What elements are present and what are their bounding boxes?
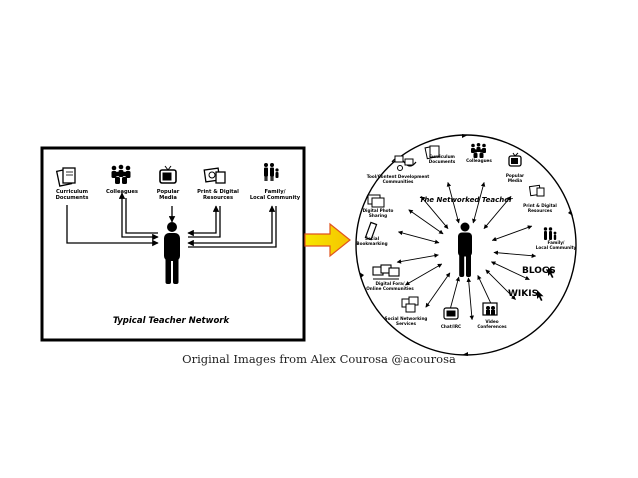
right-node-label-line: Curriculum bbox=[429, 154, 455, 159]
right-node-label-line: Print & Digital bbox=[523, 203, 557, 208]
bookmark-icon bbox=[364, 221, 378, 241]
left-node-label-line: Documents bbox=[56, 195, 89, 201]
right-node-label-line: Communities bbox=[383, 179, 414, 184]
photo-icon bbox=[367, 194, 385, 208]
left-node-label: Family/Local Community bbox=[250, 189, 301, 201]
radial-arrow bbox=[405, 263, 443, 286]
teacher-figure bbox=[164, 222, 180, 284]
print-resources-icon bbox=[203, 167, 226, 184]
cursor-icon bbox=[548, 267, 555, 278]
transition-arrow bbox=[304, 222, 351, 258]
tv-icon bbox=[508, 152, 522, 167]
tv-icon bbox=[159, 165, 177, 184]
right-node-label-line: Social Networking bbox=[385, 316, 428, 321]
colleagues-icon bbox=[111, 164, 131, 184]
right-node-label-line: Digital Photo bbox=[363, 208, 394, 213]
left-node-label: Colleagues bbox=[106, 189, 138, 195]
right-node-label-line: Documents bbox=[429, 159, 456, 164]
left-connectors bbox=[66, 192, 277, 248]
documents-icon bbox=[424, 145, 440, 160]
networked-teacher-diagram: The Networked Teacher bbox=[355, 134, 577, 356]
right-node-label: Colleagues bbox=[466, 158, 492, 163]
right-node-label-line: Colleagues bbox=[466, 158, 492, 163]
left-node-label-line: Resources bbox=[203, 195, 233, 201]
right-node-label-line: Bookmarking bbox=[356, 241, 387, 246]
computers-icon bbox=[372, 264, 400, 280]
radial-arrow bbox=[491, 225, 533, 242]
left-node-label-line: Popular bbox=[157, 189, 180, 195]
right-node-label-line: Popular bbox=[506, 173, 525, 178]
cursor-icon bbox=[537, 290, 544, 301]
social-network-icon bbox=[401, 296, 419, 313]
chat-icon bbox=[443, 307, 459, 320]
tools-icon bbox=[391, 155, 417, 171]
right-node-label: Family/Local Community bbox=[536, 240, 577, 250]
radial-arrow bbox=[472, 181, 486, 224]
right-node-label: Digital Fora/Online Communities bbox=[366, 281, 414, 291]
right-node-label-line: Local Community bbox=[536, 245, 577, 250]
right-node-label-line: Social bbox=[365, 236, 380, 241]
left-node-label-line: Colleagues bbox=[106, 189, 138, 195]
radial-arrow bbox=[493, 250, 537, 258]
connector-colleagues bbox=[118, 192, 159, 241]
video-conference-icon bbox=[482, 302, 498, 316]
image-caption: Original Images from Alex Courosa @acour… bbox=[182, 352, 456, 366]
radial-connectors bbox=[396, 181, 537, 321]
radial-arrow bbox=[408, 209, 444, 235]
family-icon bbox=[264, 163, 279, 181]
colleagues-icon bbox=[471, 143, 486, 158]
wikis-text: WIKIS bbox=[508, 289, 538, 299]
right-node-label-line: Media bbox=[508, 178, 522, 183]
radial-arrow bbox=[483, 196, 512, 229]
left-node-label-line: Curriculum bbox=[56, 189, 88, 195]
left-node-label-line: Family/ bbox=[265, 189, 286, 195]
right-node-label-line: Services bbox=[396, 321, 416, 326]
right-node-label-line: Chat/IRC bbox=[441, 324, 461, 329]
radial-arrow bbox=[396, 253, 439, 264]
radial-arrow bbox=[397, 230, 440, 244]
family-icon bbox=[543, 227, 557, 240]
right-node-label-line: Digital Fora/ bbox=[375, 281, 405, 286]
radial-arrow bbox=[425, 272, 451, 308]
right-node-label-line: Online Communities bbox=[366, 286, 414, 291]
right-diagram-title: The Networked Teacher bbox=[420, 196, 513, 204]
right-node-label-line: Sharing bbox=[369, 213, 387, 218]
radial-arrow bbox=[466, 277, 474, 321]
connector-curriculum bbox=[66, 205, 159, 247]
right-node-label-line: Conferences bbox=[477, 324, 507, 329]
connector-family bbox=[187, 205, 276, 247]
right-node-label-line: Video bbox=[485, 319, 498, 324]
left-node-label-line: Print & Digital bbox=[197, 189, 239, 195]
right-node-label: Chat/IRC bbox=[441, 324, 461, 329]
blogs-text: BLOGS bbox=[522, 266, 556, 276]
left-diagram-title: Typical Teacher Network bbox=[113, 316, 231, 326]
left-node-label-line: Local Community bbox=[250, 195, 301, 201]
left-node-label-line: Media bbox=[159, 195, 177, 201]
right-node-label-line: Tool/Content Development bbox=[367, 174, 430, 179]
radial-arrow bbox=[485, 269, 516, 300]
connector-family-inner bbox=[188, 206, 277, 248]
networked-teacher-figure bbox=[458, 222, 472, 277]
radial-arrow bbox=[446, 181, 460, 224]
documents-icon bbox=[55, 167, 76, 187]
connector-colleagues-inner bbox=[125, 198, 158, 234]
right-node-label-line: Family/ bbox=[548, 240, 565, 245]
print-resources-icon bbox=[528, 184, 545, 197]
right-node-label-line: Resources bbox=[528, 208, 553, 213]
